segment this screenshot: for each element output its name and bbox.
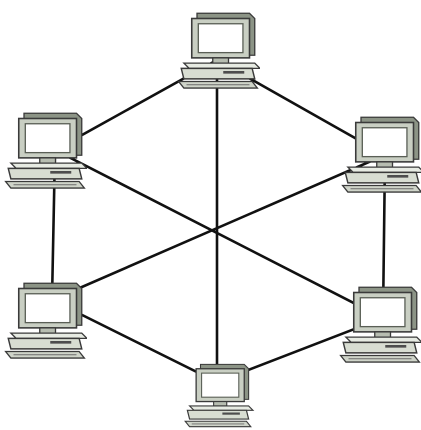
pc-bottom-desktop-computer-icon xyxy=(185,364,253,426)
link-pc-upper-right-to-pc-lower-left xyxy=(52,155,385,300)
pc-lower-right-desktop-computer-icon xyxy=(341,287,421,362)
pc-upper-right-desktop-computer-icon xyxy=(343,117,421,192)
pc-top-desktop-computer-icon xyxy=(179,13,260,88)
pc-lower-left-desktop-computer-icon xyxy=(6,283,87,358)
link-pc-upper-left-to-pc-lower-right xyxy=(55,150,383,318)
network-links xyxy=(52,60,385,382)
network-nodes xyxy=(6,13,421,426)
pc-upper-left-desktop-computer-icon xyxy=(6,113,87,188)
